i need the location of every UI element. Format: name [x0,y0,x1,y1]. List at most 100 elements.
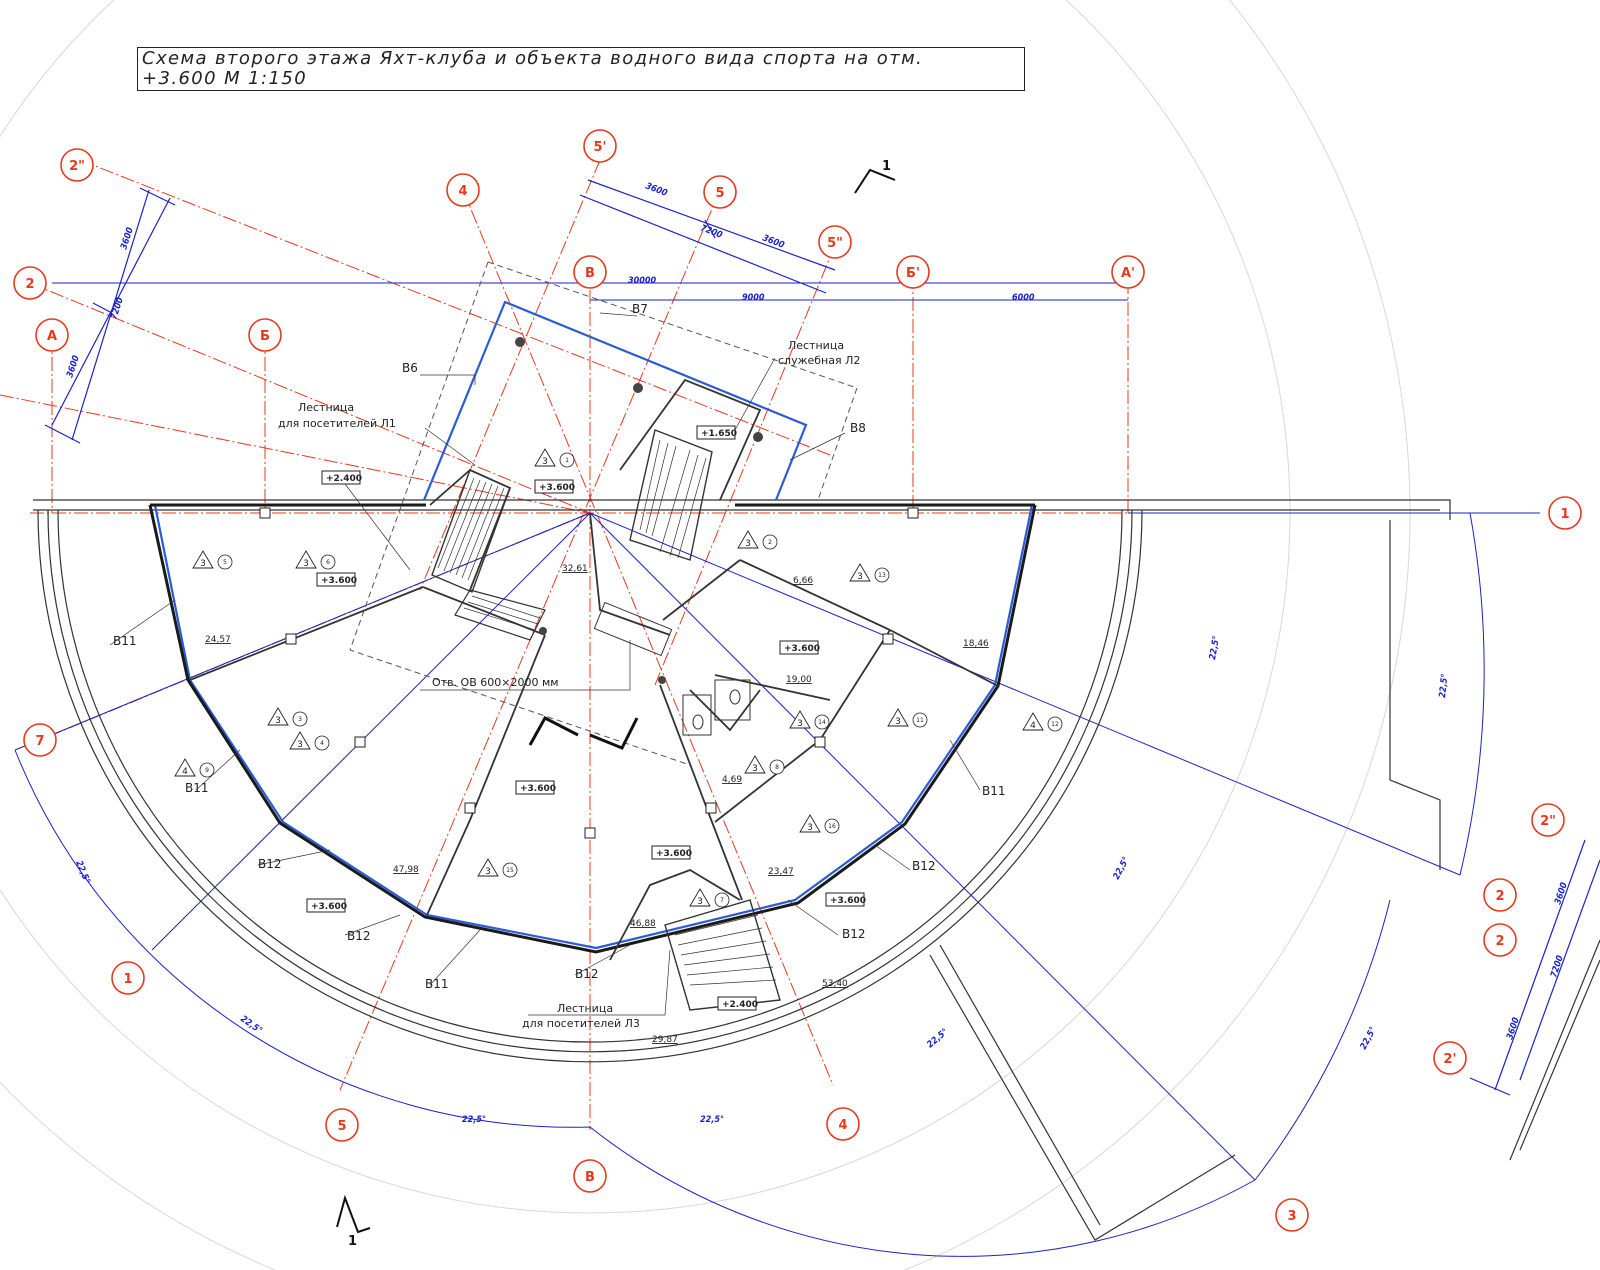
room-number: 15 [506,867,514,874]
axis-label-8: Б' [906,266,920,281]
axis-bubble-15: В [573,1159,607,1193]
opening-note: Отв. ОВ 600×2000 мм [432,676,559,689]
axis-bubble-17: 3 [1275,1198,1309,1232]
glazing-walls [153,300,1034,950]
room-number: 6 [326,559,330,566]
wall-tag-b11-d: В11 [425,977,449,991]
axis-bubble-8: Б' [896,255,930,289]
dim-30000: 30000 [628,276,657,286]
room-marker-r9: 3 11 [887,708,928,728]
axis-bubble-11: 1 [1548,496,1582,530]
stair-l3 [664,899,781,1011]
svg-text:+3.600: +3.600 [520,784,556,794]
section-mark-bottom [336,1194,371,1234]
room-type-number: 3 [895,717,901,727]
room-type-number: 4 [1030,721,1036,731]
dim-3600-d: 3600 [761,233,786,251]
leaders [109,312,981,1016]
axis-label-2: А [47,329,57,344]
room-number: 11 [916,717,924,724]
dim-angle-8: 22,5° [1359,1025,1379,1051]
axis-label-1: 2 [25,277,34,292]
svg-text:+3.600: +3.600 [830,896,866,906]
axis-label-3: 5' [593,140,606,155]
room-areas: 24,57 32,61 6,66 18,46 19,00 4,69 47,98 … [205,564,989,1045]
dimension-chain-left [44,187,176,444]
dim-3600-b: 3600 [65,354,82,379]
dimension-chain-right [1469,839,1600,1096]
axis-bubble-20: 2 [1483,923,1517,957]
axis-bubble-5: 5 [703,175,737,209]
svg-text:+3.600: +3.600 [539,483,575,493]
level-tag-7: +3.600 [651,845,692,860]
room-type-triangle [192,550,214,569]
level-tag-2: +3.600 [534,479,575,494]
room-type-triangle [1022,712,1044,731]
room-type-number: 4 [182,767,188,777]
room-number: 12 [1051,721,1059,728]
room-type-number: 3 [807,823,813,833]
section-mark-bottom-label: 1 [348,1234,357,1249]
opening-marks [528,716,639,750]
dim-7200-a: 7200 [109,296,126,321]
axis-grid-lines [0,159,1540,1130]
dim-3600-right: 3600 [1553,881,1570,906]
upper-roof-dashed [349,261,858,766]
room-type-triangle [689,888,711,907]
axis-bubble-10: Б [248,318,282,352]
room-type-triangle [789,710,811,729]
room-type-number: 3 [857,572,863,582]
area-1: 24,57 [205,635,231,645]
room-number: 8 [775,764,779,771]
axis-label-17: 3 [1287,1209,1296,1224]
room-type-triangle [849,563,871,582]
drawing-title: Схема второго этажа Яхт-клуба и объекта … [142,48,924,69]
room-number: 7 [720,897,724,904]
area-8: 23,47 [768,867,794,877]
svg-text:+1.650: +1.650 [701,429,737,439]
level-tag-10: +2.400 [717,996,758,1011]
room-number: 4 [320,740,324,747]
dim-angle-3: 22,5° [462,1115,486,1125]
axis-bubble-4: 4 [446,173,480,207]
axis-label-16: 4 [838,1118,847,1133]
stair-l1-note-1: Лестница [298,401,354,414]
room-number: 9 [205,767,209,774]
axis-bubble-16: 4 [826,1107,860,1141]
level-tag-8: +3.600 [306,898,347,913]
dim-angle-4: 22,5° [700,1115,724,1125]
toilet-block [593,601,751,736]
area-4: 18,46 [963,639,989,649]
stair-l1 [431,469,546,641]
wall-tag-b12-b: В12 [347,929,371,943]
room-type-triangle [737,530,759,549]
axis-bubble-0: 2" [60,148,94,182]
stair-l1-note-2: для посетителей Л1 [278,417,396,430]
room-type-triangle [799,814,821,833]
wall-tag-b12-a: В12 [258,857,282,871]
room-type-triangle [295,550,317,569]
axis-label-15: В [585,1170,595,1185]
level-tag-1: +2.400 [321,470,362,485]
wall-tag-b11-a: В11 [113,634,137,648]
room-number: 1 [565,457,569,464]
room-number: 16 [828,823,836,830]
dim-9000: 9000 [742,293,765,303]
axis-label-18: 2 [1495,889,1504,904]
axis-label-9: А' [1121,266,1135,281]
axis-bubble-21: 2' [1433,1041,1467,1075]
axis-bubble-13: 1 [111,961,145,995]
svg-text:+2.400: +2.400 [722,1000,758,1010]
axis-bubble-14: 5 [325,1108,359,1142]
axis-bubble-9: А' [1111,255,1145,289]
dimension-chain-top [579,179,836,294]
axis-label-20: 2 [1495,934,1504,949]
level-tags: +2.400 +3.600 +1.650 +3.600 +3.600 +3.60… [306,425,866,1011]
